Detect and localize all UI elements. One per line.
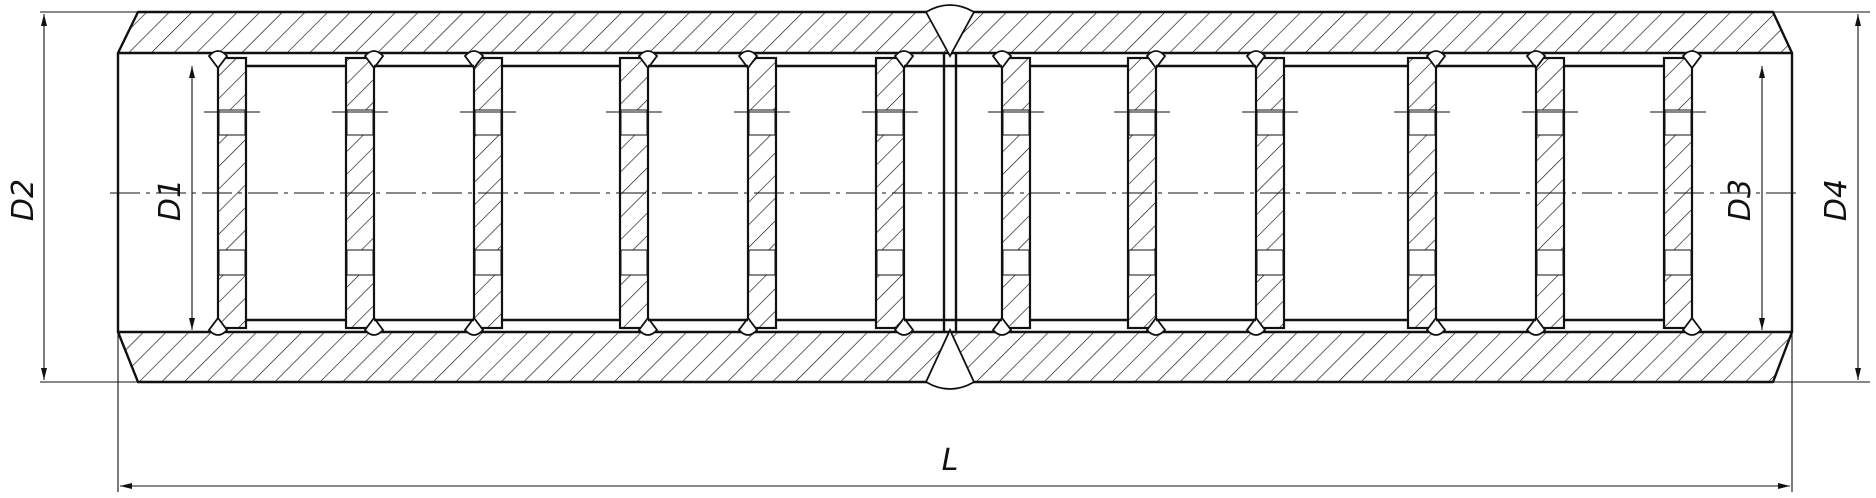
ring-slot bbox=[748, 249, 776, 276]
ring-weld-top bbox=[363, 50, 385, 70]
ring-body bbox=[1254, 56, 1286, 330]
ring-weld-bottom bbox=[207, 316, 229, 336]
ring-slot bbox=[1664, 109, 1692, 136]
ring-weld-bottom bbox=[1245, 316, 1267, 336]
ring-slot bbox=[1256, 249, 1284, 276]
ring-weld-bottom bbox=[1425, 316, 1447, 336]
ring-slot bbox=[1002, 109, 1030, 136]
ring-slot bbox=[346, 249, 374, 276]
ring-weld-top bbox=[1425, 50, 1447, 70]
ring-body bbox=[1126, 56, 1158, 330]
label-length: L bbox=[942, 443, 959, 478]
label-d1: D1 bbox=[153, 179, 188, 221]
ring-slot bbox=[748, 109, 776, 136]
ring bbox=[460, 50, 516, 336]
ring-weld-bottom bbox=[737, 316, 759, 336]
weld-top bbox=[924, 4, 976, 58]
ring-body bbox=[618, 56, 650, 330]
rings-group bbox=[204, 50, 1706, 336]
ring-body bbox=[746, 56, 778, 330]
ring bbox=[332, 50, 388, 336]
ring-weld-bottom bbox=[463, 316, 485, 336]
ring bbox=[606, 50, 662, 336]
ring-slot bbox=[876, 109, 904, 136]
ring-weld-top bbox=[1525, 50, 1547, 70]
ring-slot bbox=[218, 109, 246, 136]
ring-body bbox=[216, 56, 248, 330]
ring-body bbox=[344, 56, 376, 330]
ring-weld-bottom bbox=[637, 316, 659, 336]
ring-slot bbox=[1256, 109, 1284, 136]
ring bbox=[734, 50, 790, 336]
ring bbox=[204, 50, 260, 336]
ring bbox=[1114, 50, 1170, 336]
ring-slot bbox=[1664, 249, 1692, 276]
ring bbox=[1394, 50, 1450, 336]
ring-slot bbox=[620, 249, 648, 276]
ring-slot bbox=[1408, 109, 1436, 136]
ring-weld-top bbox=[1145, 50, 1167, 70]
ring-body bbox=[1662, 56, 1694, 330]
label-d2: D2 bbox=[6, 179, 41, 221]
ring-weld-bottom bbox=[1145, 316, 1167, 336]
ring-weld-top bbox=[207, 50, 229, 70]
ring-slot bbox=[1408, 249, 1436, 276]
ring-body bbox=[1000, 56, 1032, 330]
ring-slot bbox=[1536, 249, 1564, 276]
ring-slot bbox=[1128, 109, 1156, 136]
ring-slot bbox=[876, 249, 904, 276]
ring-weld-top bbox=[1245, 50, 1267, 70]
ring bbox=[988, 50, 1044, 336]
ring-weld-top bbox=[1681, 50, 1703, 70]
ring-weld-bottom bbox=[1681, 316, 1703, 336]
ring-body bbox=[1406, 56, 1438, 330]
ring-weld-top bbox=[737, 50, 759, 70]
weld-bottom bbox=[924, 327, 976, 390]
ring-slot bbox=[1536, 109, 1564, 136]
ring-slot bbox=[346, 109, 374, 136]
ring-weld-top bbox=[637, 50, 659, 70]
ring-weld-top bbox=[463, 50, 485, 70]
ring-weld-bottom bbox=[893, 316, 915, 336]
ring bbox=[1522, 50, 1578, 336]
ring-slot bbox=[474, 249, 502, 276]
ring-weld-bottom bbox=[363, 316, 385, 336]
ring-weld-top bbox=[893, 50, 915, 70]
ring-weld-bottom bbox=[991, 316, 1013, 336]
label-d3: D3 bbox=[1723, 179, 1758, 221]
ring bbox=[862, 50, 918, 336]
ring-body bbox=[472, 56, 504, 330]
ring-slot bbox=[474, 109, 502, 136]
ring-body bbox=[874, 56, 906, 330]
ring-weld-bottom bbox=[1525, 316, 1547, 336]
ring bbox=[1650, 50, 1706, 336]
ring bbox=[1242, 50, 1298, 336]
ring-slot bbox=[1002, 249, 1030, 276]
ring-slot bbox=[620, 109, 648, 136]
ring-weld-top bbox=[991, 50, 1013, 70]
bore-surface bbox=[246, 64, 1664, 322]
label-d4: D4 bbox=[1819, 179, 1854, 221]
ring-slot bbox=[218, 249, 246, 276]
ring-slot bbox=[1128, 249, 1156, 276]
ring-body bbox=[1534, 56, 1566, 330]
